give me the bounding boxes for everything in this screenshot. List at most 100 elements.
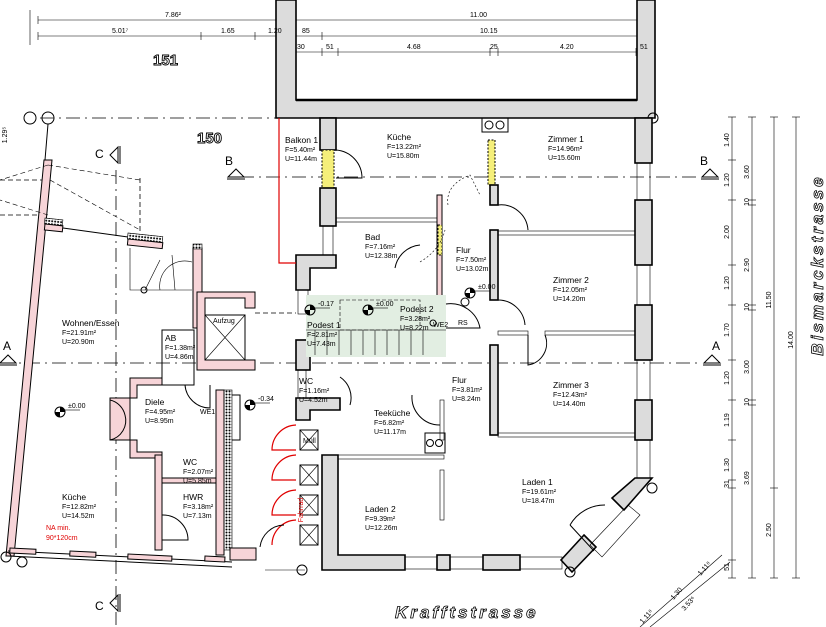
room-area: F=13.22m² [387, 144, 422, 151]
dimension-label: 10.15 [480, 28, 498, 35]
dimension-label: 10 [744, 398, 751, 406]
section-marker [109, 145, 121, 165]
room-perimeter: U=15.60m [548, 155, 581, 162]
dimension-label: 2.50 [766, 523, 773, 537]
section-label-c: C [95, 147, 104, 161]
room-name: Küche [387, 132, 411, 142]
room-area: F=14.96m² [548, 146, 583, 153]
block-number: 151 [153, 52, 178, 69]
na-note: 90*120cm [46, 535, 78, 542]
dimension-label: 7.86² [165, 12, 182, 19]
dimension-label: 10 [744, 303, 751, 311]
room-name: Wohnen/Essen [62, 318, 120, 328]
room-area: F=2.07m² [183, 469, 214, 476]
room-area: F=7.50m² [456, 257, 487, 264]
room-area: F=7.16m² [365, 244, 396, 251]
room-perimeter: U=18.47m [522, 498, 555, 505]
room-name: Bad [365, 232, 380, 242]
room-name: Podest 2 [400, 304, 434, 314]
section-label-b: B [225, 154, 233, 168]
room-name: Zimmer 2 [553, 275, 589, 285]
level-value: ±0.00 [478, 284, 496, 291]
fahrrad-label: Fahrrad [298, 498, 305, 523]
street-name-bottom: Krafftstrasse [395, 603, 539, 622]
storage-box [299, 429, 319, 451]
unit-label: WE1 [200, 409, 215, 416]
section-markers [0, 145, 722, 613]
room-name: Diele [145, 397, 165, 407]
storage-box [299, 524, 319, 546]
dimension-label: 3.53⁶ [681, 595, 697, 612]
room-name: Zimmer 3 [553, 380, 589, 390]
section-marker [702, 354, 722, 366]
room-name: WC [183, 457, 197, 467]
room-perimeter: U=20.90m [62, 339, 95, 346]
section-label-a: A [3, 339, 11, 353]
dimension-label: 2.00 [724, 225, 731, 239]
block-number: 150 [197, 130, 222, 147]
room-area: F=12.05m² [553, 287, 588, 294]
dimension-label: 4.68 [407, 44, 421, 51]
dimension-label: 11.50 [766, 291, 773, 308]
na-note: NA min. [46, 525, 71, 532]
dimension-label: 1.20 [724, 371, 731, 385]
right-dimension-lines [639, 116, 800, 627]
dimension-label: 1.65 [221, 28, 235, 35]
dimension-label: 3.69 [744, 471, 751, 485]
dimension-label: 25 [490, 44, 498, 51]
room-perimeter: U=5.85m [183, 478, 212, 485]
room-name: Balkon 1 [285, 135, 318, 145]
room-name: Podest 1 [307, 320, 341, 330]
section-label-b: B [700, 154, 708, 168]
dimension-label: 1.40 [724, 133, 731, 147]
section-label-a: A [712, 339, 720, 353]
room-name: Küche [62, 492, 86, 502]
dimension-label: 10 [744, 198, 751, 206]
level-value: ±0.00 [68, 403, 86, 410]
section-marker [0, 354, 18, 366]
room-perimeter: U=8.95m [145, 418, 174, 425]
room-area: F=4.95m² [145, 409, 176, 416]
unit-label: WE2 [433, 322, 448, 329]
room-name: Laden 2 [365, 504, 396, 514]
room-perimeter: U=11.44m [285, 156, 317, 163]
level-value: -0.34 [258, 396, 274, 403]
dimension-label: 51 [326, 44, 334, 51]
section-marker [700, 168, 720, 180]
dimension-label: 1.30 [670, 587, 684, 602]
dimension-label: 51 [724, 563, 731, 571]
room-perimeter: U=4.86m [165, 354, 194, 361]
muell-label: Müll [303, 438, 316, 445]
room-perimeter: U=15.80m [387, 153, 420, 160]
room-perimeter: U=11.17m [374, 429, 406, 436]
dimension-label: 4.20 [560, 44, 574, 51]
room-name: AB [165, 333, 177, 343]
room-name: WC [299, 376, 313, 386]
room-name: Teeküche [374, 408, 411, 418]
room-perimeter: U=8.22m [400, 325, 429, 332]
dimension-label: 85 [302, 28, 310, 35]
room-area: F=3.28m² [400, 316, 431, 323]
level-value: ±0.00 [376, 301, 394, 308]
room-name: Zimmer 1 [548, 134, 584, 144]
room-area: F=19.61m² [522, 489, 557, 496]
room-perimeter: U=7.43m [307, 341, 336, 348]
dimension-label: 1.20 [724, 276, 731, 290]
room-area: F=21.91m² [62, 330, 97, 337]
building-walls [271, 117, 658, 578]
room-area: F=3.81m² [452, 387, 483, 394]
room-name: Laden 1 [522, 477, 553, 487]
dimension-label: 5.01⁷ [112, 28, 129, 35]
room-name: Flur [452, 375, 467, 385]
room-perimeter: U=4.52m [299, 397, 328, 404]
north-wall [275, 0, 659, 124]
dimension-label: 11.00 [470, 12, 487, 19]
room-perimeter: U=14.20m [553, 296, 586, 303]
room-area: F=2.81m² [307, 332, 338, 339]
dimension-label: 30 [297, 44, 305, 51]
room-perimeter: U=12.38m [365, 253, 398, 260]
storage-box [299, 494, 319, 516]
section-marker [226, 168, 246, 180]
elevator-label: Aufzug [213, 318, 235, 325]
